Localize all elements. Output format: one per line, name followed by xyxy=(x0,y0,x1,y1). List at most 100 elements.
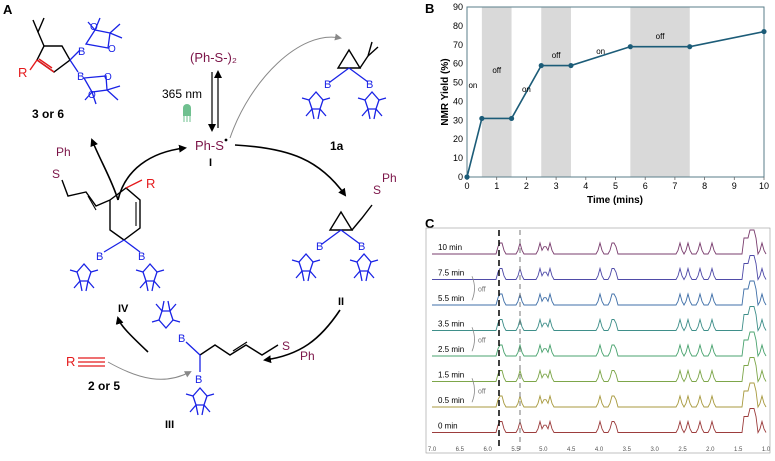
y-tick-label: 70 xyxy=(453,40,463,50)
phase-label-1: on xyxy=(468,81,477,90)
yield-point xyxy=(627,44,633,50)
ppm-tick-label: 7.0 xyxy=(428,447,437,453)
off-bracket xyxy=(471,276,475,301)
panel-b-label: B xyxy=(425,1,434,16)
product-boron-top: B xyxy=(78,46,85,58)
y-axis-title: NMR Yield (%) xyxy=(440,58,451,125)
phase-label-2: off xyxy=(492,66,502,75)
yield-point xyxy=(508,115,515,122)
product-oxygen-3: O xyxy=(88,90,96,101)
x-tick-label: 4 xyxy=(583,181,588,191)
ppm-tick-label: 2.5 xyxy=(678,447,687,453)
ppm-tick-label: 1.5 xyxy=(734,447,743,453)
light-label: 365 nm xyxy=(162,87,202,101)
y-tick-label: 60 xyxy=(453,59,463,69)
inter-iv-sulfur: S xyxy=(52,167,60,181)
off-bracket xyxy=(471,327,475,352)
intermediate-ii-structure: S Ph B B II xyxy=(291,171,397,308)
off-label: off xyxy=(478,388,486,395)
y-tick-label: 90 xyxy=(453,2,463,12)
catalytic-cycle-arrows xyxy=(90,138,347,364)
radical-id: I xyxy=(209,157,212,169)
substrate-boron-left: B xyxy=(324,79,331,91)
inter-ii-boron-right: B xyxy=(358,241,365,253)
trace-time-label: 3.5 min xyxy=(438,320,464,329)
x-tick-label: 7 xyxy=(672,181,677,191)
alkyne-structure: R 2 or 5 xyxy=(66,354,192,393)
off-label: off xyxy=(478,337,486,344)
x-tick-label: 2 xyxy=(524,181,529,191)
light-equilibrium-arrows xyxy=(208,70,222,132)
inter-iv-boron-left: B xyxy=(96,251,103,263)
yield-point xyxy=(538,62,544,69)
y-tick-label: 30 xyxy=(453,115,463,125)
x-tick-label: 9 xyxy=(732,181,737,191)
intermediate-iii-structure: S Ph B B III xyxy=(151,300,315,431)
off-period-1 xyxy=(481,7,512,177)
inter-ii-label: II xyxy=(338,296,344,308)
y-tick-label: 80 xyxy=(453,21,463,31)
inter-ii-boron-left: B xyxy=(316,241,323,253)
off-label: off xyxy=(478,286,486,293)
yield-point xyxy=(479,115,485,122)
y-tick-label: 10 xyxy=(453,153,463,163)
substrate-id: 1a xyxy=(330,139,344,153)
ppm-tick-label: 2.0 xyxy=(706,447,715,453)
off-period-3 xyxy=(630,7,690,177)
phase-label-3: on xyxy=(522,85,531,94)
yield-point xyxy=(761,28,767,35)
ppm-tick-label: 5.0 xyxy=(539,447,548,453)
x-tick-label: 3 xyxy=(554,181,559,191)
yield-point xyxy=(464,174,470,180)
ppm-tick-label: 5.5 xyxy=(511,447,520,453)
radical-dot xyxy=(224,138,228,142)
off-period-2 xyxy=(541,7,571,177)
yield-point xyxy=(568,62,574,69)
panel-a-label: A xyxy=(3,2,13,17)
inter-iv-label: IV xyxy=(118,303,129,315)
product-compound-label: 3 or 6 xyxy=(32,107,64,121)
nmr-trace xyxy=(432,306,767,332)
yield-point xyxy=(687,44,693,50)
nmr-trace xyxy=(432,331,767,358)
alkyne-r-label: R xyxy=(66,354,75,369)
y-tick-label: 50 xyxy=(453,78,463,88)
intermediate-iv-structure: Ph S R B B IV xyxy=(52,145,165,315)
product-oxygen-1: O xyxy=(90,22,98,33)
x-tick-label: 1 xyxy=(494,181,499,191)
product-oxygen-4: O xyxy=(104,72,112,83)
nmr-trace xyxy=(432,229,767,256)
inter-iv-ph: Ph xyxy=(56,145,71,159)
ppm-tick-label: 4.0 xyxy=(595,447,604,453)
x-tick-label: 6 xyxy=(643,181,648,191)
trace-time-label: 1.5 min xyxy=(438,371,464,380)
nmr-trace xyxy=(432,408,767,434)
substrate-1a-structure: B B 1a xyxy=(301,41,387,153)
panel-a: A R B B O O O O 3 or 6 xyxy=(3,2,397,431)
trace-time-label: 7.5 min xyxy=(438,269,464,278)
trace-time-label: 0.5 min xyxy=(438,396,464,405)
nmr-trace xyxy=(432,357,767,383)
product-boron-bottom: B xyxy=(77,71,84,83)
x-tick-label: 0 xyxy=(464,181,469,191)
x-tick-label: 10 xyxy=(759,181,769,191)
led-icon xyxy=(183,104,191,122)
y-tick-label: 0 xyxy=(458,172,463,182)
ppm-tick-label: 4.5 xyxy=(567,447,576,453)
substrate-boron-right: B xyxy=(366,79,373,91)
product-structure: R B B O O O O 3 or 6 xyxy=(18,17,123,121)
trace-time-label: 10 min xyxy=(438,243,462,252)
ppm-tick-label: 3.0 xyxy=(650,447,659,453)
nmr-frame xyxy=(425,227,771,454)
phase-label-6: off xyxy=(656,32,666,41)
inter-iv-boron-right: B xyxy=(138,251,145,263)
y-tick-label: 40 xyxy=(453,96,463,106)
product-oxygen-2: O xyxy=(108,44,116,55)
x-tick-label: 5 xyxy=(613,181,618,191)
x-axis-title: Time (mins) xyxy=(587,195,643,206)
disulfide-reagent: (Ph-S-)₂ xyxy=(190,50,237,65)
ppm-tick-label: 6.5 xyxy=(456,447,465,453)
